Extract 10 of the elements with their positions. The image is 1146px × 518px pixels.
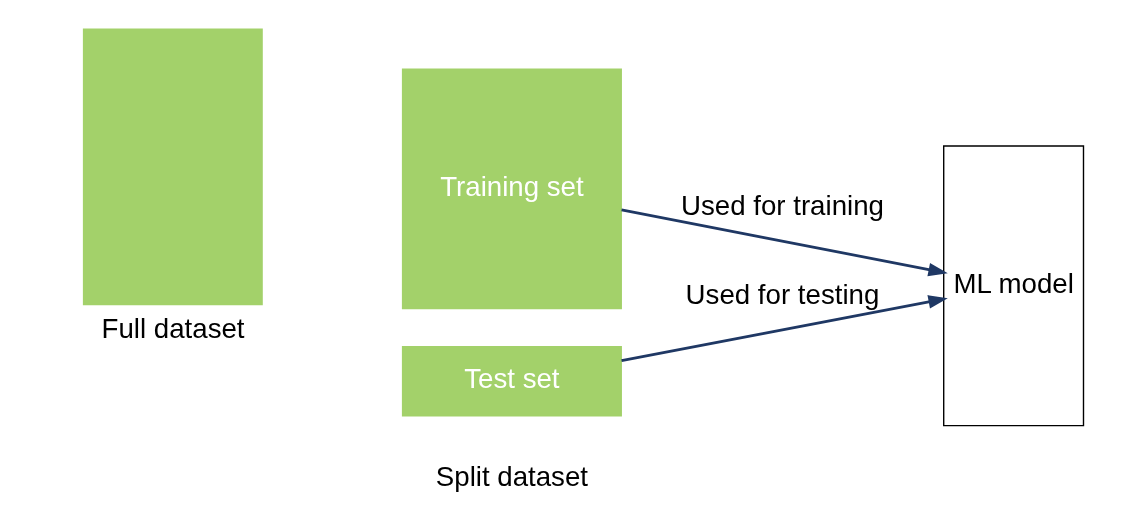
node-box: Training set bbox=[401, 68, 622, 309]
node-box bbox=[82, 27, 263, 305]
edge-label: Used for training bbox=[680, 189, 884, 221]
arrow bbox=[620, 208, 948, 276]
node-box: Test set bbox=[401, 345, 622, 417]
node-label: Full dataset bbox=[101, 312, 245, 344]
node-box: ML model bbox=[942, 144, 1084, 426]
edge-label: Used for testing bbox=[685, 278, 879, 310]
label: Split dataset bbox=[435, 460, 588, 492]
arrow bbox=[620, 294, 948, 362]
